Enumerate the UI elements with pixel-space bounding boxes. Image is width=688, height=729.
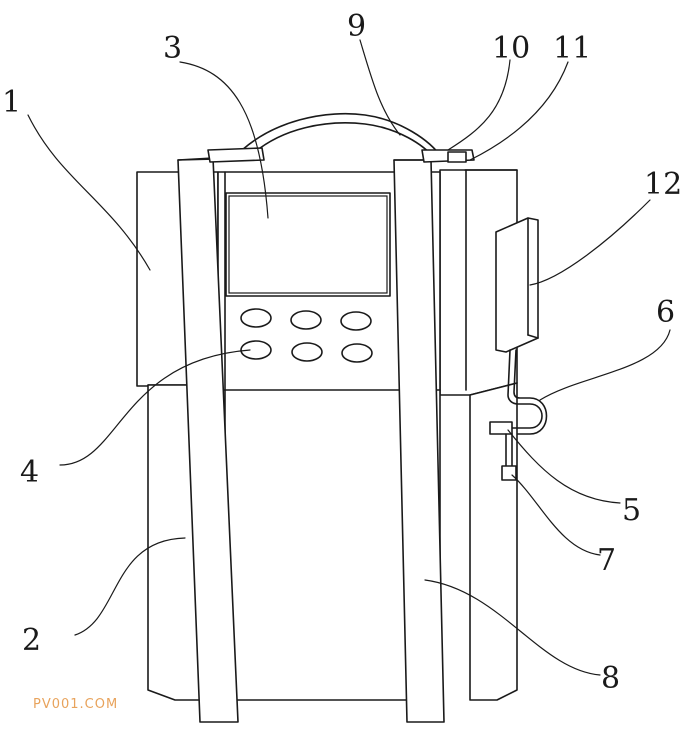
connector [501, 465, 517, 481]
button-1 [240, 308, 272, 328]
label-10: 10 [492, 31, 530, 66]
label-9: 9 [347, 9, 366, 44]
label-1: 1 [2, 85, 21, 120]
label-12: 12 [644, 167, 682, 202]
button-3 [340, 311, 372, 331]
label-5: 5 [622, 493, 641, 528]
valve [489, 421, 513, 435]
label-8: 8 [601, 661, 620, 696]
watermark: PV001.COM [33, 697, 118, 712]
side-module [489, 217, 548, 481]
left-clip [207, 147, 265, 163]
lock-clip [447, 151, 467, 163]
handle [207, 112, 475, 163]
label-3: 3 [163, 31, 182, 66]
label-11: 11 [553, 31, 591, 66]
leader-lines [27, 39, 671, 676]
part-labels: 1 2 3 4 5 6 7 8 9 10 11 12 [2, 9, 682, 696]
label-2: 2 [22, 623, 41, 658]
button-5 [291, 342, 323, 362]
label-4: 4 [20, 455, 39, 490]
display-screen [225, 192, 391, 297]
button-4 [240, 340, 272, 360]
label-7: 7 [597, 543, 616, 578]
cabinet-body [136, 169, 518, 701]
button-2 [290, 310, 322, 330]
label-6: 6 [656, 295, 675, 330]
control-buttons [240, 308, 373, 363]
button-6 [341, 343, 373, 363]
